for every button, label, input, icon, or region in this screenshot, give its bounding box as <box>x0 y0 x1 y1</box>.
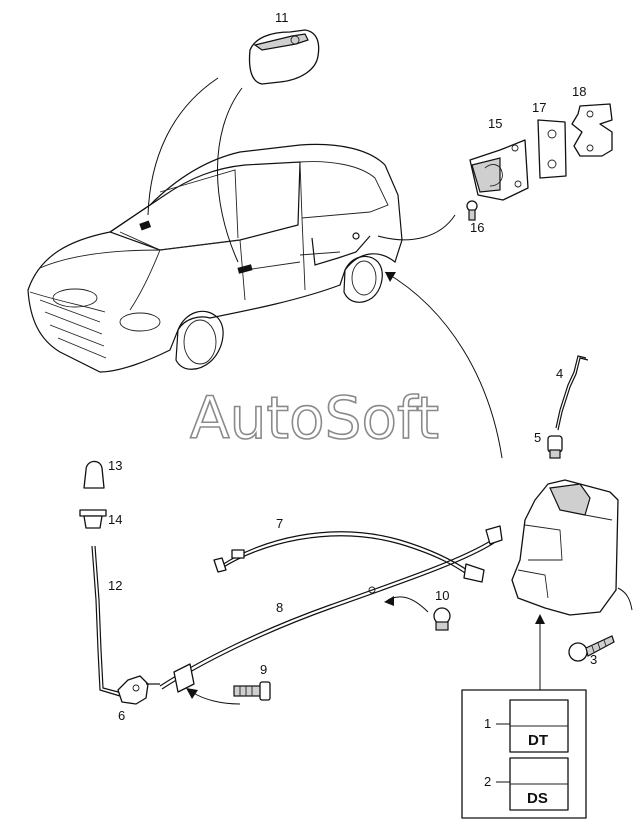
callout-5: 5 <box>534 430 541 445</box>
arrow-striker <box>377 214 456 241</box>
variant-code-2: DS <box>527 790 548 807</box>
callout-14: 14 <box>108 512 122 527</box>
callout-10: 10 <box>435 588 449 603</box>
callout-6: 6 <box>118 708 125 723</box>
arrow-latch-to-car <box>384 271 503 459</box>
part-clip-5 <box>547 435 563 459</box>
part-lever-6 <box>117 675 160 705</box>
part-rod-4 <box>555 355 589 431</box>
callout-7: 7 <box>276 516 283 531</box>
callout-18: 18 <box>572 84 586 99</box>
arrow-9 <box>191 691 241 705</box>
callout-2: 2 <box>484 774 491 789</box>
callout-4: 4 <box>556 366 563 381</box>
part-screw-3 <box>568 635 615 662</box>
arrow-11-a <box>147 77 219 216</box>
watermark: AutoSoft <box>190 384 439 452</box>
arrow-11-b <box>217 87 243 263</box>
car-illustration <box>27 143 403 373</box>
arrow-latch-right <box>617 587 633 611</box>
part-door-latch <box>511 479 619 616</box>
part-bushing-14 <box>79 509 107 529</box>
variant-code-1: DT <box>528 732 548 749</box>
part-screw-16 <box>466 200 478 221</box>
part-rod-12 <box>91 545 123 697</box>
callout-9: 9 <box>260 662 267 677</box>
part-inner-handle <box>248 29 320 85</box>
part-cable-7 <box>213 531 485 583</box>
part-striker <box>469 139 529 201</box>
callout-12: 12 <box>108 578 122 593</box>
part-clip-10 <box>433 607 451 631</box>
callout-13: 13 <box>108 458 122 473</box>
callout-1: 1 <box>484 716 491 731</box>
callout-15: 15 <box>488 116 502 131</box>
callout-17: 17 <box>532 100 546 115</box>
part-striker-plate <box>571 103 613 157</box>
callout-16: 16 <box>470 220 484 235</box>
part-bolt-9 <box>233 681 271 701</box>
callout-8: 8 <box>276 600 283 615</box>
variant-legend <box>461 689 587 819</box>
part-cap-13 <box>83 460 105 489</box>
part-cable-8 <box>159 525 503 693</box>
callout-3: 3 <box>590 652 597 667</box>
part-striker-shim <box>537 119 567 179</box>
callout-11: 11 <box>275 10 289 25</box>
